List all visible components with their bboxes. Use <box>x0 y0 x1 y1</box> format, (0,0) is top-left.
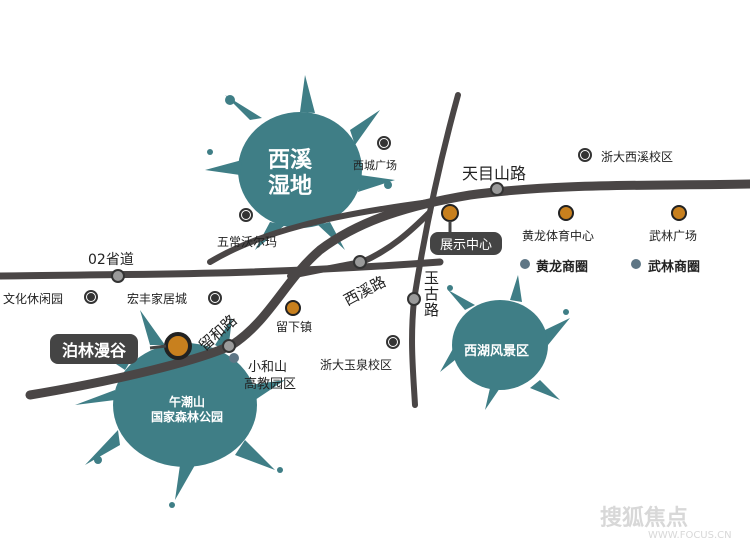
landmark-hongfeng: 宏丰家居城 <box>127 292 188 306</box>
road-nodes <box>111 182 504 353</box>
watermark-brand: 搜狐焦点 <box>600 506 689 531</box>
road-label-yugu: 玉古路 <box>424 269 440 319</box>
road-tianmushan <box>25 179 750 400</box>
road-s02 <box>0 258 444 280</box>
landmark-xicheng: 西城广场 <box>353 159 397 172</box>
wuchaoshan-label: 午潮山国家森林公园 <box>150 395 223 424</box>
watermark-url: WWW.FOCUS.CN <box>648 530 732 541</box>
road-label-tianmushan: 天目山路 <box>462 164 527 183</box>
project-callout: 泊林漫谷 <box>50 334 139 364</box>
orange-markers <box>164 204 687 360</box>
landmark-zju-xixi: 浙大西溪校区 <box>601 150 674 164</box>
xixi-wetland-splash <box>205 75 395 250</box>
road-yugu <box>409 92 461 408</box>
westlake-label: 西湖风景区 <box>464 344 530 359</box>
district-wulin: 武林商圈 <box>648 260 701 275</box>
landmark-liuxia: 留下镇 <box>276 320 313 334</box>
district-huanglong: 黄龙商圈 <box>536 260 589 275</box>
roads <box>0 92 750 408</box>
landmark-markers <box>84 136 592 349</box>
road-xixi <box>207 199 433 265</box>
landmark-huanglong-sports: 黄龙体育中心 <box>522 229 595 243</box>
district-markers <box>229 259 641 363</box>
westlake-splash <box>440 275 570 410</box>
road-label-s02: 02省道 <box>88 252 134 268</box>
landmark-culture-park: 文化休闲园 <box>3 292 64 306</box>
showroom-callout: 展示中心 <box>430 232 503 255</box>
landmark-zju-yuquan: 浙大玉泉校区 <box>320 358 393 372</box>
landmark-wuchang: 五常沃尔玛 <box>217 235 278 249</box>
xixi-wetland-label: 西溪湿地 <box>268 148 313 199</box>
landmark-xiaoheshan: 小和山高教园区 <box>244 360 297 392</box>
landmark-wulin-square: 武林广场 <box>649 229 698 243</box>
splashes <box>75 75 570 508</box>
